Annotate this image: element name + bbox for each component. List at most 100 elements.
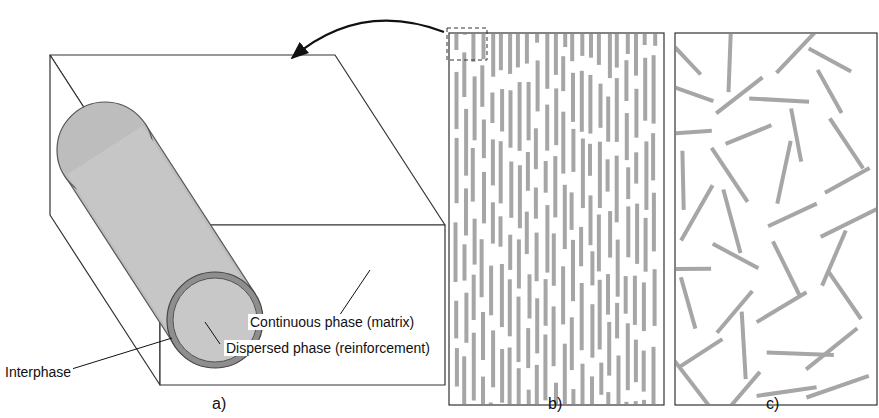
fibre-stroke xyxy=(544,161,548,193)
fibre-stroke xyxy=(536,60,540,111)
fibre-stroke xyxy=(768,204,817,227)
fibre-stroke xyxy=(490,93,494,124)
fibre-stroke xyxy=(598,280,602,350)
fibre-stroke xyxy=(561,112,565,174)
random-fibres xyxy=(676,34,876,404)
fibre-stroke xyxy=(553,156,557,217)
panel-letter: c) xyxy=(766,396,779,412)
panel-letter: b) xyxy=(548,396,562,412)
fibre-stroke xyxy=(571,389,575,404)
fibre-stroke xyxy=(624,276,628,314)
fibre-stroke xyxy=(491,330,495,387)
aligned-fibres xyxy=(456,34,656,404)
zoom-arrow xyxy=(292,21,444,58)
fibre-stroke xyxy=(590,251,594,285)
fibre-stroke xyxy=(791,109,801,162)
fibre-stroke xyxy=(617,356,621,405)
random-panel xyxy=(675,33,877,405)
fibre-stroke xyxy=(652,347,656,404)
fibre-stroke xyxy=(527,390,531,404)
fibre-stroke xyxy=(643,58,647,121)
fibre-stroke xyxy=(597,215,601,272)
fibre-stroke xyxy=(499,141,503,203)
fibre-stroke xyxy=(508,279,512,336)
fibre-stroke xyxy=(545,205,549,273)
fibre-stroke xyxy=(518,165,522,228)
fibre-stroke xyxy=(608,211,612,258)
fibre-stroke xyxy=(463,34,467,35)
fibre-stroke xyxy=(830,118,863,168)
fibre-stroke xyxy=(606,97,610,142)
fibre-stroke xyxy=(717,291,752,333)
fibre-stroke xyxy=(615,34,619,68)
fibre-stroke xyxy=(480,239,484,297)
fibre-stroke xyxy=(454,222,458,282)
fibre-stroke xyxy=(626,34,630,54)
fibre-stroke xyxy=(644,218,648,272)
fibre-stroke xyxy=(634,401,638,404)
fibre-stroke xyxy=(676,34,701,75)
fibre-stroke xyxy=(729,34,731,92)
fibre-stroke xyxy=(625,113,629,160)
fibre-stroke xyxy=(571,240,575,301)
fibre-stroke xyxy=(500,264,504,327)
fibre-stroke xyxy=(491,34,495,77)
fibre-stroke xyxy=(821,209,876,237)
fibre-stroke xyxy=(554,34,558,75)
fibre-stroke xyxy=(454,301,458,339)
fibre-stroke xyxy=(489,403,493,405)
fibre-stroke xyxy=(589,34,593,58)
fibre-stroke xyxy=(500,89,504,131)
fibre-stroke xyxy=(653,34,657,46)
fibre-stroke xyxy=(676,131,712,135)
fibre-cylinder xyxy=(57,102,263,368)
fibre-stroke xyxy=(554,88,558,145)
fibre-stroke xyxy=(563,34,567,47)
fibre-stroke xyxy=(580,71,584,132)
fibre-stroke xyxy=(682,151,683,210)
fibre-stroke xyxy=(679,339,722,367)
fibre-stroke xyxy=(517,297,521,363)
fibre-stroke xyxy=(499,216,503,246)
fibre-stroke xyxy=(809,49,851,72)
fibre-stroke xyxy=(681,277,696,328)
fibre-stroke xyxy=(681,185,713,240)
fibre-stroke xyxy=(597,34,601,65)
fibre-stroke xyxy=(571,73,575,122)
fibre-stroke xyxy=(742,312,746,380)
fibre-stroke xyxy=(606,274,610,315)
fibre-stroke xyxy=(635,204,639,264)
fibre-stroke xyxy=(581,139,585,209)
fibre-stroke xyxy=(455,72,459,129)
fibre-stroke xyxy=(455,348,459,386)
fibre-stroke xyxy=(828,271,861,319)
fibre-stroke xyxy=(598,142,602,208)
fibre-stroke xyxy=(644,141,648,210)
fibre-stroke xyxy=(634,34,638,76)
fibre-stroke xyxy=(807,376,869,398)
fibre-stroke xyxy=(473,76,477,140)
fibre-stroke xyxy=(528,274,532,318)
fibre-stroke xyxy=(491,139,495,185)
fibre-stroke xyxy=(626,206,630,257)
fibre-stroke xyxy=(626,323,630,390)
fibre-stroke xyxy=(676,83,713,102)
fibre-stroke xyxy=(563,344,567,404)
fibre-stroke xyxy=(535,298,539,353)
reinforcement-label: Dispersed phase (reinforcement) xyxy=(224,340,432,356)
fibre-stroke xyxy=(624,402,628,404)
fibre-stroke xyxy=(588,75,592,134)
fibre-stroke xyxy=(634,89,638,138)
fibre-stroke xyxy=(581,364,585,404)
fibre-stroke xyxy=(481,312,485,360)
fibre-stroke xyxy=(508,34,512,74)
fibre-stroke xyxy=(676,359,714,404)
fibre-stroke xyxy=(642,282,646,331)
fibre-stroke xyxy=(726,372,760,404)
fibre-stroke xyxy=(544,279,548,326)
fibre-stroke xyxy=(535,365,539,404)
fibre-stroke xyxy=(462,52,466,97)
fibre-stroke xyxy=(652,55,656,123)
fibre-stroke xyxy=(608,34,612,78)
fibre-stroke xyxy=(525,212,529,255)
